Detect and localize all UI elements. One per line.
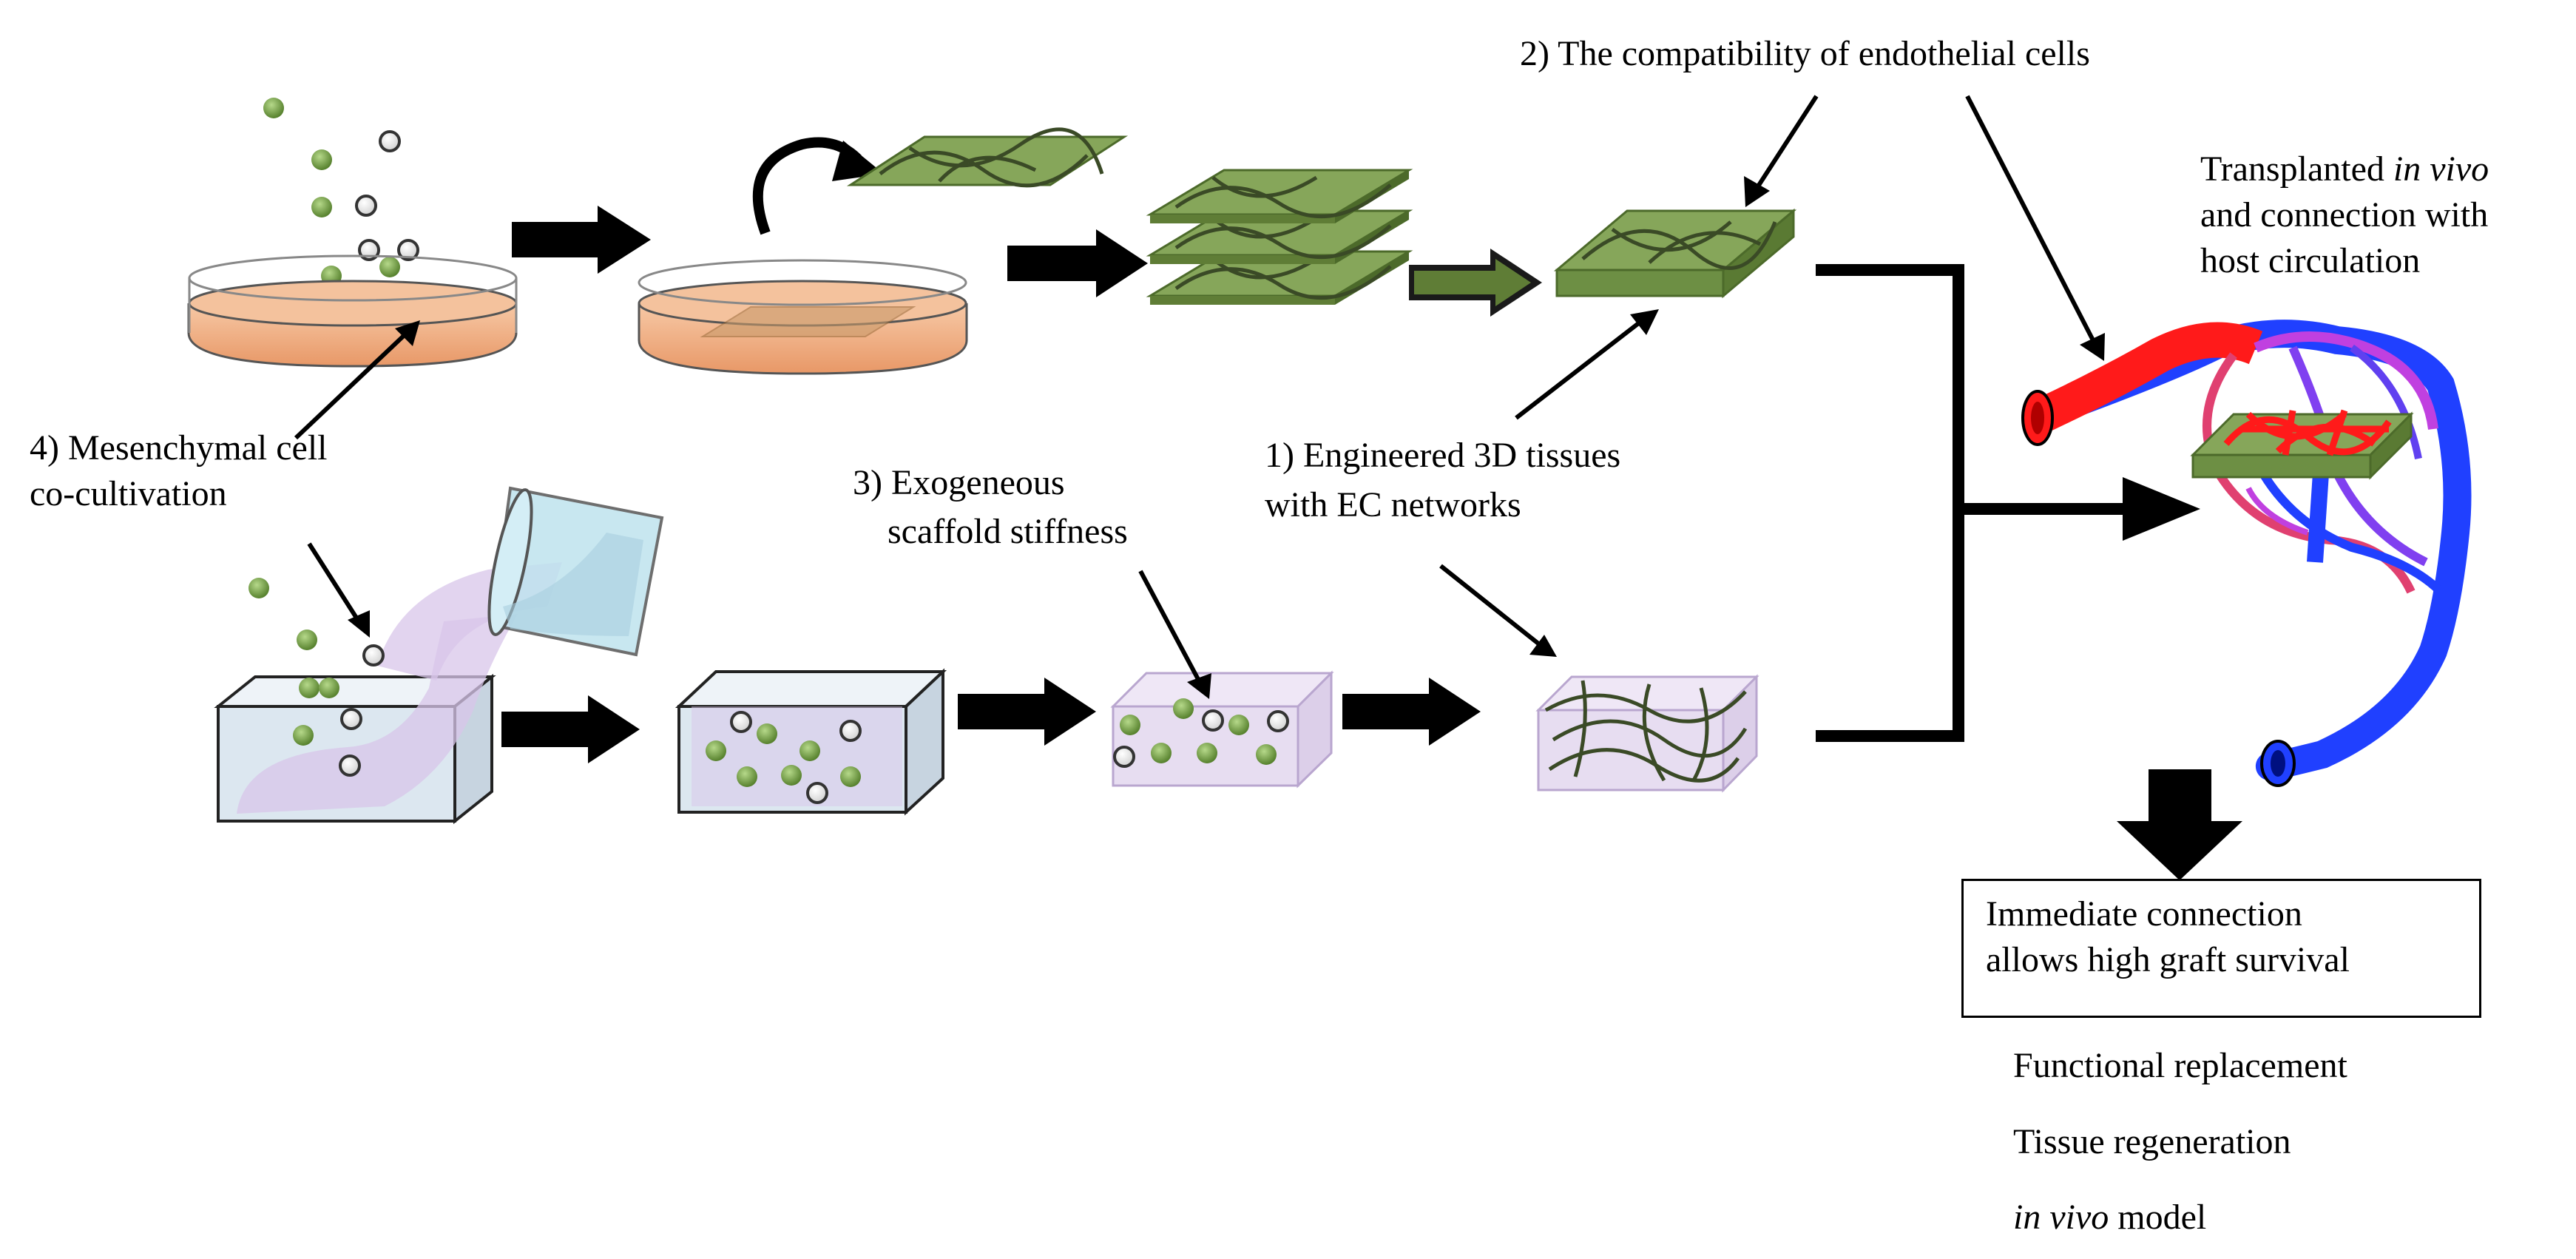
pouring-beaker <box>487 486 664 657</box>
label-functional-replacement: Functional replacement <box>2013 1046 2347 1085</box>
pointer-arrows <box>294 95 2095 683</box>
hydrogel-box-2 <box>675 668 947 816</box>
arrow-top-1 <box>512 206 651 274</box>
hydrogel-box-3 <box>1110 670 1334 789</box>
label-tissue-regeneration: Tissue regeneration <box>2013 1122 2291 1161</box>
label-invivo-model: in vivo model <box>2013 1195 2206 1241</box>
label-compatibility: 2) The compatibility of endothelial cell… <box>1520 34 2090 73</box>
label-mesenchymal-line1: 4) Mesenchymal cell <box>30 428 328 468</box>
stacked-cell-sheets <box>1146 169 1413 305</box>
culture-dish-2 <box>638 259 968 375</box>
label-invivo-italic: in vivo <box>2013 1198 2109 1237</box>
arrow-down-outcome <box>2117 769 2242 880</box>
hydrogel-ec-network <box>1535 674 1759 793</box>
label-model-text: model <box>2109 1198 2207 1237</box>
host-vasculature <box>2021 320 2472 787</box>
arrow-bottom-2 <box>958 678 1096 746</box>
pointer-arrowheads <box>348 176 2105 699</box>
arrow-bottom-1 <box>501 695 640 763</box>
arrow-bottom-3 <box>1342 678 1481 746</box>
label-transplanted-line1: Transplanted in vivo <box>2200 146 2489 192</box>
label-transplanted-invivo: in vivo <box>2393 149 2489 189</box>
merge-bracket <box>1816 264 2200 742</box>
label-engineered-line2: with EC networks <box>1265 485 1521 524</box>
label-transplanted-text: Transplanted <box>2200 149 2393 189</box>
label-exogeneous-line1: 3) Exogeneous <box>853 463 1065 502</box>
culture-dish-1 <box>187 254 518 368</box>
label-exogeneous-line2: scaffold stiffness <box>888 512 1128 551</box>
label-transplanted-line2: and connection with <box>2200 195 2489 234</box>
outcome-box: Immediate connection allows high graft s… <box>1961 879 2481 1018</box>
curved-arrow <box>752 137 884 235</box>
arrow-top-2 <box>1007 229 1148 297</box>
label-mesenchymal-line2: co-cultivation <box>30 474 227 513</box>
engineered-tissue-block <box>1553 208 1797 299</box>
cell-sheet-lifted <box>846 127 1129 188</box>
falling-cells-top <box>263 98 422 308</box>
outcome-line1: Immediate connection <box>1986 894 2302 934</box>
label-engineered-line1: 1) Engineered 3D tissues <box>1265 436 1621 475</box>
outcome-line2: allows high graft survival <box>1986 940 2350 979</box>
label-transplanted-line3: host circulation <box>2200 241 2421 280</box>
